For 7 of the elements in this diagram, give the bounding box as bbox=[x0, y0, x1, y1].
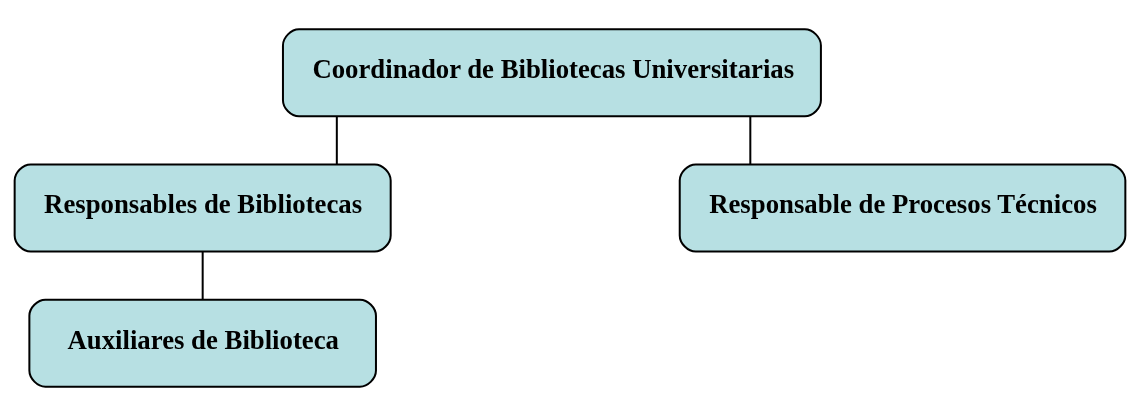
connector bbox=[749, 115, 752, 164]
node-box: Auxiliares de Biblioteca bbox=[28, 298, 377, 388]
connector bbox=[335, 115, 338, 164]
connector bbox=[201, 251, 204, 299]
node-box: Responsable de Procesos Técnicos bbox=[678, 163, 1127, 252]
node-box: Responsables de Bibliotecas bbox=[13, 163, 392, 252]
node-box: Coordinador de Bibliotecas Universitarias bbox=[281, 27, 822, 117]
